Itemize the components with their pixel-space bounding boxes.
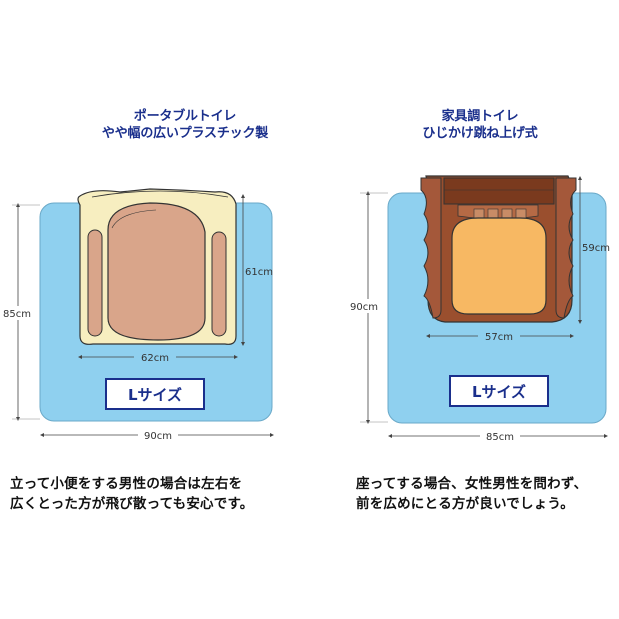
left-description: 立って小便をする男性の場合は左右を 広くとった方が飛び散っても安心です。 (10, 474, 254, 514)
right-description: 座ってする場合、女性男性を問わず、 前を広めにとる方が良いでしょう。 (356, 474, 587, 514)
left-desc-line1: 立って小便をする男性の場合は左右を (10, 476, 243, 492)
right-width-label: 85cm (486, 432, 514, 443)
left-toilet-width-label: 62cm (141, 353, 169, 364)
left-size-badge (105, 378, 205, 410)
left-title-line2: やや幅の広いプラスチック製 (101, 126, 269, 141)
right-toilet-depth-label: 59cm (582, 243, 610, 254)
left-title-line1: ポータブルトイレ (133, 109, 237, 124)
right-desc-line1: 座ってする場合、女性男性を問わず、 (356, 476, 588, 492)
left-size-badge-label: Lサイズ (128, 386, 182, 404)
left-diagram: 85cm 90cm 61cm 62cm Lサイズ (0, 188, 274, 442)
left-width-label: 90cm (144, 431, 172, 442)
right-title: 家具調トイレ ひじかけ跳ね上げ式 (360, 108, 600, 142)
right-backrest (443, 177, 555, 205)
left-seat (107, 202, 206, 341)
left-armrest-right (211, 231, 227, 337)
left-title: ポータブルトイレ やや幅の広いプラスチック製 (50, 108, 320, 142)
right-title-line2: ひじかけ跳ね上げ式 (422, 126, 538, 141)
left-armrest-left (87, 229, 103, 337)
right-height-label: 90cm (350, 302, 378, 313)
right-size-badge (449, 375, 549, 407)
right-toilet-width-label: 57cm (485, 332, 513, 343)
left-desc-line2: 広くとった方が飛び散っても安心です。 (10, 496, 254, 512)
right-armrest-right (555, 177, 577, 319)
right-armrest-left (420, 177, 442, 319)
right-title-line1: 家具調トイレ (441, 109, 519, 124)
left-height-label: 85cm (3, 309, 31, 320)
right-diagram: 90cm 85cm 59cm 57cm Lサイズ (345, 175, 610, 443)
right-desc-line2: 前を広めにとる方が良いでしょう。 (356, 496, 574, 512)
right-seat (451, 217, 547, 315)
right-size-badge-label: Lサイズ (472, 383, 526, 401)
left-toilet-depth-label: 61cm (245, 267, 273, 278)
